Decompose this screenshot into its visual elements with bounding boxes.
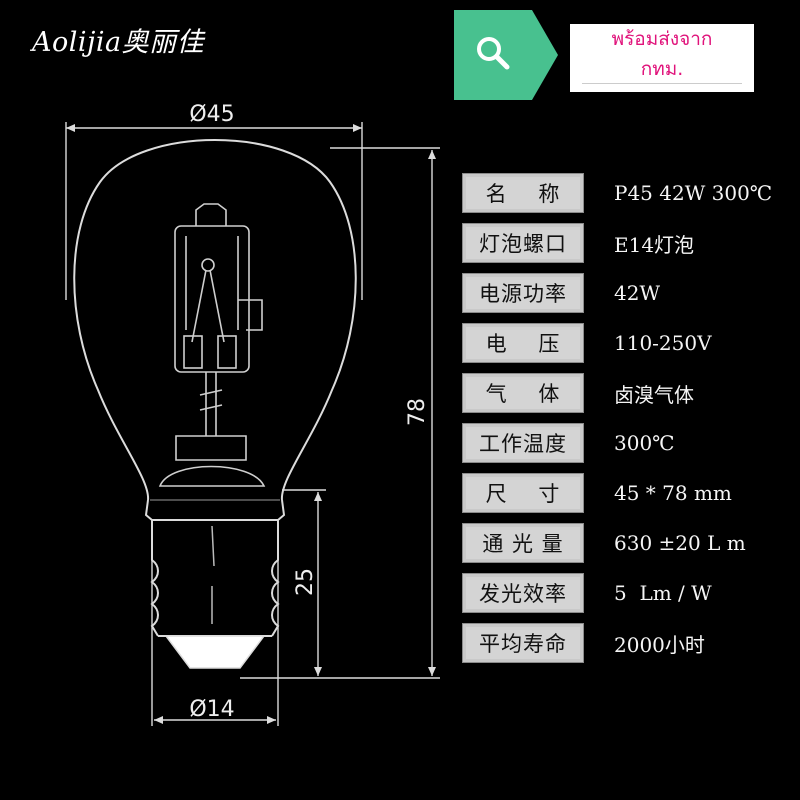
e14-screw-base	[150, 520, 280, 637]
spec-label: 尺 寸	[485, 482, 561, 506]
spec-row: 电 压 110-250V	[462, 323, 792, 363]
dim-height-label: 78	[405, 398, 430, 426]
bulb-neck	[144, 499, 286, 521]
banner-line-1: พร้อมส่งจาก	[611, 28, 713, 50]
spec-value: 300℃	[614, 431, 675, 455]
spec-value: 卤溴气体	[614, 382, 694, 407]
spec-row: 灯泡螺口 E14灯泡	[462, 223, 792, 263]
bulb-glass-outline	[73, 139, 357, 501]
spec-row: 工作温度 300℃	[462, 423, 792, 463]
spec-row: 名 称 P45 42W 300℃	[462, 173, 792, 213]
search-icon	[473, 33, 513, 77]
spec-label: 气 体	[485, 382, 561, 406]
spec-label: 灯泡螺口	[479, 232, 567, 256]
spec-label: 通 光 量	[482, 532, 564, 556]
dim-top-width	[65, 122, 363, 300]
spec-label-box: 电 压	[462, 323, 584, 363]
spec-value: 5 Lm / W	[614, 581, 712, 605]
spec-value: 630 ±20 L m	[614, 531, 746, 555]
spec-label-box: 工作温度	[462, 423, 584, 463]
spec-label-box: 通 光 量	[462, 523, 584, 563]
spec-label: 电 压	[485, 332, 561, 356]
spec-value: 42W	[614, 281, 661, 305]
spec-label: 工作温度	[479, 432, 567, 456]
halogen-capsule	[158, 203, 266, 487]
spec-label: 发光效率	[479, 582, 567, 606]
spec-label-box: 电源功率	[462, 273, 584, 313]
brand-logo: Aolijia奥丽佳	[32, 27, 205, 58]
dim-base-height	[282, 489, 326, 676]
spec-row: 尺 寸 45 * 78 mm	[462, 473, 792, 513]
banner-underline	[582, 83, 742, 84]
spec-value: 2000小时	[614, 632, 705, 657]
banner-arrow	[532, 10, 558, 100]
spec-value: E14灯泡	[614, 232, 695, 257]
base-contact	[164, 635, 266, 669]
dim-base-width-label: Ø14	[189, 697, 234, 722]
search-button[interactable]	[454, 10, 532, 100]
dim-base-width	[151, 560, 279, 726]
banner-line-2: กทม.	[640, 58, 684, 80]
spec-value: P45 42W 300℃	[614, 181, 773, 205]
spec-value: 110-250V	[614, 331, 712, 355]
spec-label-box: 名 称	[462, 173, 584, 213]
spec-row: 气 体 卤溴气体	[462, 373, 792, 413]
dim-top-width-label: Ø45	[189, 102, 234, 127]
spec-label: 平均寿命	[479, 632, 567, 656]
spec-label-box: 气 体	[462, 373, 584, 413]
spec-label: 名 称	[485, 182, 561, 206]
spec-label-box: 平均寿命	[462, 623, 584, 663]
spec-label-box: 灯泡螺口	[462, 223, 584, 263]
spec-row: 平均寿命 2000小时	[462, 623, 792, 663]
spec-row: 发光效率 5 Lm / W	[462, 573, 792, 613]
banner-text-box[interactable]: พร้อมส่งจาก กทม.	[570, 24, 754, 92]
dim-base-height-label: 25	[293, 568, 318, 596]
spec-label-box: 尺 寸	[462, 473, 584, 513]
spec-label-box: 发光效率	[462, 573, 584, 613]
spec-label: 电源功率	[479, 282, 567, 306]
dim-height	[240, 147, 440, 679]
spec-row: 电源功率 42W	[462, 273, 792, 313]
ship-from-banner[interactable]: พร้อมส่งจาก กทม.	[454, 10, 754, 100]
spec-value: 45 * 78 mm	[614, 481, 732, 505]
spec-row: 通 光 量 630 ±20 L m	[462, 523, 792, 563]
